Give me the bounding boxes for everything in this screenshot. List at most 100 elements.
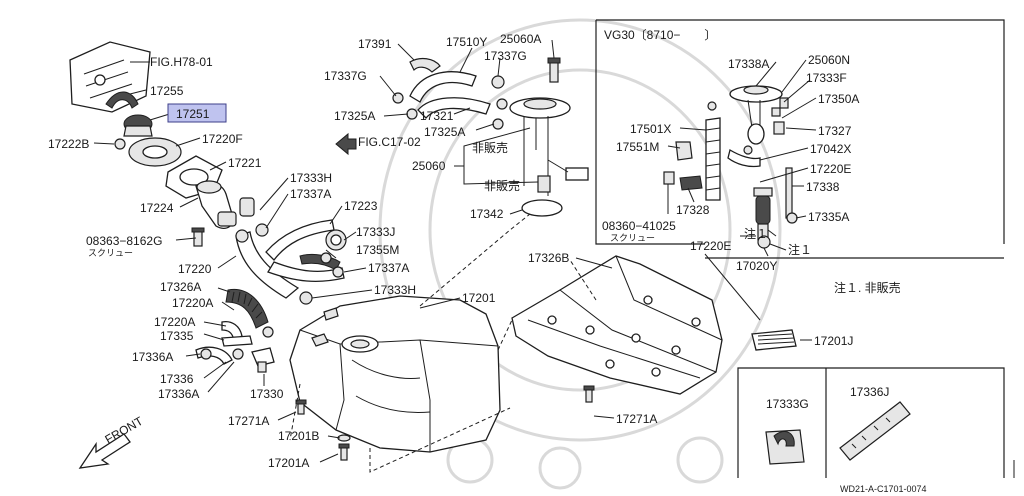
label-17220E-1: 17220E bbox=[810, 162, 851, 176]
label-17201J: 17201J bbox=[814, 334, 853, 348]
label-17222B: 17222B bbox=[48, 137, 89, 151]
corrugated-hose-17326A bbox=[225, 288, 269, 329]
label-17201: 17201 bbox=[462, 291, 496, 305]
dashed-reference-lines bbox=[289, 213, 597, 473]
label-17337G-1: 17337G bbox=[324, 69, 367, 83]
label-17201B: 17201B bbox=[278, 429, 319, 443]
clamp-17333H bbox=[299, 291, 313, 305]
label-note1-b: 注１ bbox=[788, 242, 812, 257]
label-17333H-2: 17333H bbox=[374, 283, 416, 297]
label-17336J: 17336J bbox=[850, 385, 889, 399]
vg30-pump-assembly bbox=[729, 85, 789, 145]
label-fig-c17: FIG.C17-02 bbox=[358, 135, 421, 149]
label-17251: 17251 bbox=[176, 107, 210, 121]
label-17223: 17223 bbox=[344, 199, 378, 213]
label-17201A: 17201A bbox=[268, 456, 309, 470]
label-17337A-2: 17337A bbox=[368, 261, 409, 275]
figure-code: WD21-A-C1701-0074 bbox=[840, 484, 927, 494]
part-labels: FIG.H78-01 17255 17251 17222B 17220F 172… bbox=[48, 28, 927, 494]
label-17336A-2: 17336A bbox=[158, 387, 199, 401]
vg30-hoses bbox=[705, 101, 793, 219]
label-vg30-header: VG30〔8710− 〕 bbox=[604, 28, 716, 42]
label-17337G-2: 17337G bbox=[484, 49, 527, 63]
label-25060N: 25060N bbox=[808, 53, 850, 67]
label-25060A: 25060A bbox=[500, 32, 541, 46]
label-17338: 17338 bbox=[806, 180, 840, 194]
label-17501X: 17501X bbox=[630, 122, 671, 136]
filler-clip bbox=[105, 91, 139, 109]
label-screw-right: スクリュー bbox=[610, 233, 655, 243]
label-08363: 08363−8162G bbox=[86, 234, 162, 248]
vg30-bracket-17328 bbox=[663, 141, 703, 191]
vg30-pump-body bbox=[753, 187, 798, 249]
label-17333F: 17333F bbox=[806, 71, 847, 85]
label-17328: 17328 bbox=[676, 203, 710, 217]
ring-17222B bbox=[114, 138, 126, 150]
cushion-17201J bbox=[751, 329, 797, 351]
label-17221: 17221 bbox=[228, 156, 262, 170]
label-not-sold-1: 非販売 bbox=[472, 140, 508, 155]
label-25060: 25060 bbox=[412, 159, 446, 173]
upper-hoses-center bbox=[265, 219, 347, 282]
label-17020Y: 17020Y bbox=[736, 259, 777, 273]
label-17338A: 17338A bbox=[728, 57, 769, 71]
label-17271A-left: 17271A bbox=[228, 414, 269, 428]
hose-17220 bbox=[235, 197, 300, 299]
label-17342: 17342 bbox=[470, 207, 504, 221]
label-17325A-1: 17325A bbox=[334, 109, 375, 123]
label-17337A-1: 17337A bbox=[290, 187, 331, 201]
label-17350A: 17350A bbox=[818, 92, 859, 106]
label-not-sold-2: 非販売 bbox=[484, 178, 520, 193]
clamp-17333G bbox=[765, 429, 805, 465]
label-17335: 17335 bbox=[160, 329, 194, 343]
label-17326B: 17326B bbox=[528, 251, 569, 265]
front-arrow-icon bbox=[78, 433, 131, 469]
label-17335A: 17335A bbox=[808, 210, 849, 224]
label-17220A-2: 17220A bbox=[154, 315, 195, 329]
label-note1-a: 注１ bbox=[744, 226, 768, 241]
label-17510Y: 17510Y bbox=[446, 35, 487, 49]
label-17224: 17224 bbox=[140, 201, 174, 215]
label-17336: 17336 bbox=[160, 372, 194, 386]
filler-neck-17224 bbox=[195, 180, 237, 229]
label-screw-left: スクリュー bbox=[88, 248, 133, 258]
filler-cap-17251 bbox=[123, 114, 153, 137]
fig-c17-arrow-icon bbox=[335, 132, 357, 156]
label-17333G: 17333G bbox=[766, 397, 809, 411]
label-17325A-2: 17325A bbox=[424, 125, 465, 139]
valve-17330 bbox=[251, 347, 275, 373]
label-17551M: 17551M bbox=[616, 140, 659, 154]
label-08360: 08360−41025 bbox=[602, 219, 676, 233]
fuel-tank-17201 bbox=[289, 295, 501, 453]
label-17336A-1: 17336A bbox=[132, 350, 173, 364]
label-17220F: 17220F bbox=[202, 132, 243, 146]
loose-parts-frame bbox=[737, 367, 1005, 478]
label-17326A: 17326A bbox=[160, 280, 201, 294]
label-17220: 17220 bbox=[178, 262, 212, 276]
screw-08363 bbox=[191, 227, 205, 247]
leader-lines bbox=[93, 39, 817, 463]
label-17391: 17391 bbox=[358, 37, 392, 51]
label-17220A-1: 17220A bbox=[172, 296, 213, 310]
label-17327: 17327 bbox=[818, 124, 852, 138]
label-17330: 17330 bbox=[250, 387, 284, 401]
seal-ring-17342 bbox=[521, 199, 563, 217]
label-17333H-1: 17333H bbox=[290, 171, 332, 185]
protector-17326B bbox=[511, 255, 723, 395]
tank-bolts bbox=[295, 385, 595, 461]
label-17321: 17321 bbox=[420, 109, 454, 123]
vent-hoses-top bbox=[392, 57, 508, 130]
vg30-inset-frame bbox=[595, 19, 1005, 321]
small-hoses-lower-left bbox=[195, 320, 274, 365]
fuel-sender-25060 bbox=[509, 57, 589, 196]
label-17220E-2: 17220E bbox=[690, 239, 731, 253]
watermark-emblem bbox=[378, 18, 782, 490]
label-fig-h78: FIG.H78-01 bbox=[150, 55, 213, 69]
label-note1-def: 注１. 非販売 bbox=[834, 280, 901, 295]
label-17355M: 17355M bbox=[356, 243, 399, 257]
hose-17336J bbox=[839, 401, 911, 461]
label-17271A-right: 17271A bbox=[616, 412, 657, 426]
label-17333J: 17333J bbox=[356, 225, 395, 239]
gasket-17220F bbox=[128, 137, 182, 167]
